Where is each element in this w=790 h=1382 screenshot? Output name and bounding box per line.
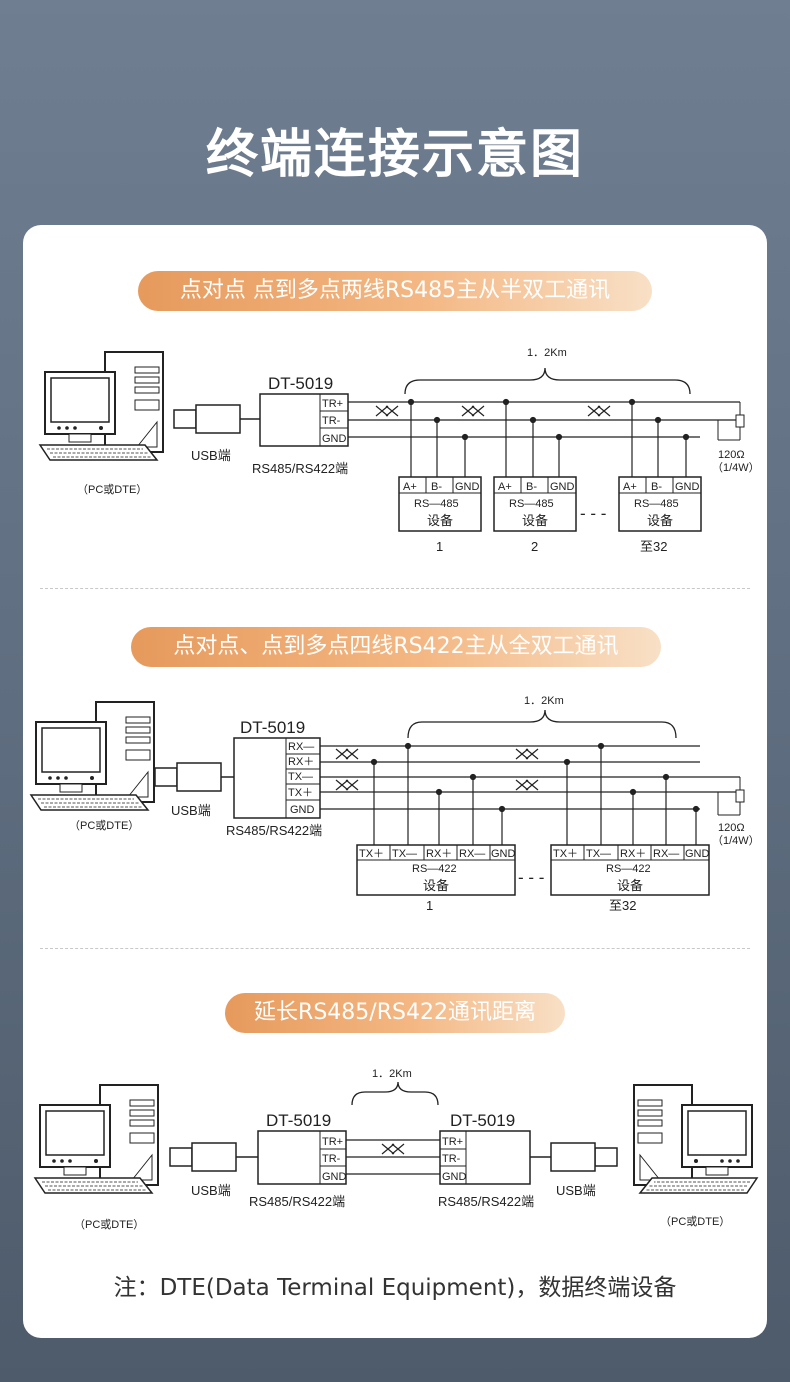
svg-text:A+: A+ <box>498 481 512 493</box>
svg-text:设备: 设备 <box>423 878 449 893</box>
svg-text:2: 2 <box>531 539 538 554</box>
svg-text:DT-5019: DT-5019 <box>450 1111 515 1130</box>
svg-text:RS—485: RS—485 <box>414 498 459 510</box>
svg-text:设备: 设备 <box>522 513 548 528</box>
pc-computer-1-icon <box>39 351 164 461</box>
svg-text:GND: GND <box>550 481 575 493</box>
rs422-device-32: TX＋ TX— RX＋ RX— GND RS—422 设备 <box>550 844 710 896</box>
svg-text:TR+: TR+ <box>322 398 343 410</box>
svg-text:TX＋: TX＋ <box>359 848 384 860</box>
pc-computer-4-icon <box>633 1084 758 1194</box>
svg-text:DT-5019: DT-5019 <box>240 718 305 737</box>
svg-text:RS485/RS422端: RS485/RS422端 <box>249 1194 345 1209</box>
svg-text:USB端: USB端 <box>191 1183 231 1198</box>
svg-text:RS485/RS422端: RS485/RS422端 <box>438 1194 534 1209</box>
svg-text:USB端: USB端 <box>171 803 211 818</box>
section-2-heading: 点对点、点到多点四线RS422主从全双工通讯 <box>131 627 661 667</box>
svg-text:- - -: - - - <box>518 868 544 887</box>
svg-text:（1/4W）: （1/4W） <box>712 461 760 474</box>
resistor-label: 120Ω <box>718 449 745 461</box>
svg-text:GND: GND <box>322 433 347 445</box>
distance-label: 1．2Km <box>527 347 567 359</box>
svg-text:A+: A+ <box>623 481 637 493</box>
usb-plug-1-icon <box>173 404 241 434</box>
svg-text:RS—422: RS—422 <box>606 863 651 875</box>
pc-computer-3-icon <box>34 1084 159 1194</box>
svg-text:1: 1 <box>426 898 433 913</box>
pc-label: （PC或DTE） <box>77 483 147 496</box>
converter-name: DT-5019 <box>268 374 333 393</box>
svg-text:B-: B- <box>431 481 442 493</box>
svg-text:1．2Km: 1．2Km <box>524 695 564 707</box>
svg-text:TX＋: TX＋ <box>288 787 313 799</box>
svg-text:设备: 设备 <box>617 878 643 893</box>
svg-text:设备: 设备 <box>427 513 453 528</box>
svg-text:TX—: TX— <box>586 848 611 860</box>
usb-plug-4-icon <box>550 1142 618 1172</box>
svg-text:（1/4W）: （1/4W） <box>712 834 760 847</box>
rs485-device-1: A+ B- GND RS—485 设备 <box>398 476 482 532</box>
page-title: 终端连接示意图 <box>205 125 584 185</box>
svg-text:TR+: TR+ <box>442 1136 463 1148</box>
svg-text:TR+: TR+ <box>322 1136 343 1148</box>
rs-port-label: RS485/RS422端 <box>252 461 348 476</box>
svg-text:RX＋: RX＋ <box>426 848 452 860</box>
section-3-heading: 延长RS485/RS422通讯距离 <box>225 993 565 1033</box>
svg-text:B-: B- <box>651 481 662 493</box>
divider-2 <box>40 948 750 949</box>
svg-text:TR-: TR- <box>322 415 341 427</box>
svg-text:RX—: RX— <box>288 741 314 753</box>
svg-text:1．2Km: 1．2Km <box>372 1068 412 1080</box>
divider-1 <box>40 588 750 589</box>
svg-text:（PC或DTE）: （PC或DTE） <box>660 1215 730 1228</box>
svg-text:RS—422: RS—422 <box>412 863 457 875</box>
svg-text:RX＋: RX＋ <box>288 756 314 768</box>
svg-text:TR-: TR- <box>322 1153 341 1165</box>
svg-text:GND: GND <box>675 481 700 493</box>
svg-text:120Ω: 120Ω <box>718 822 745 834</box>
svg-text:1: 1 <box>436 539 443 554</box>
svg-text:（PC或DTE）: （PC或DTE） <box>74 1218 144 1231</box>
svg-text:RS—485: RS—485 <box>634 498 679 510</box>
svg-text:TR-: TR- <box>442 1153 461 1165</box>
usb-plug-3-icon <box>169 1142 237 1172</box>
svg-text:GND: GND <box>685 848 710 860</box>
rs485-device-2: A+ B- GND RS—485 设备 <box>493 476 577 532</box>
svg-text:至32: 至32 <box>609 898 636 913</box>
svg-text:GND: GND <box>442 1171 467 1183</box>
svg-text:RS485/RS422端: RS485/RS422端 <box>226 823 322 838</box>
svg-text:（PC或DTE）: （PC或DTE） <box>69 819 139 832</box>
svg-text:GND: GND <box>290 804 315 816</box>
rs485-device-32: A+ B- GND RS—485 设备 <box>618 476 702 532</box>
usb-plug-2-icon <box>154 762 222 792</box>
usb-port-label: USB端 <box>191 448 231 463</box>
ellipsis: - - - <box>580 504 606 523</box>
svg-text:A+: A+ <box>403 481 417 493</box>
svg-text:GND: GND <box>322 1171 347 1183</box>
svg-text:至32: 至32 <box>640 539 667 554</box>
svg-text:TX—: TX— <box>392 848 417 860</box>
svg-text:GND: GND <box>455 481 480 493</box>
svg-text:RS—485: RS—485 <box>509 498 554 510</box>
svg-text:RX＋: RX＋ <box>620 848 646 860</box>
svg-text:B-: B- <box>526 481 537 493</box>
section-1-heading: 点对点 点到多点两线RS485主从半双工通讯 <box>138 271 652 311</box>
svg-text:设备: 设备 <box>647 513 673 528</box>
svg-text:USB端: USB端 <box>556 1183 596 1198</box>
pc-computer-2-icon <box>30 701 155 811</box>
svg-text:RX—: RX— <box>459 848 485 860</box>
svg-text:GND: GND <box>491 848 516 860</box>
rs422-device-1: TX＋ TX— RX＋ RX— GND RS—422 设备 <box>356 844 516 896</box>
svg-text:TX—: TX— <box>288 771 313 783</box>
svg-text:TX＋: TX＋ <box>553 848 578 860</box>
svg-text:DT-5019: DT-5019 <box>266 1111 331 1130</box>
footnote: 注：DTE(Data Terminal Equipment)，数据终端设备 <box>113 1275 677 1301</box>
svg-text:RX—: RX— <box>653 848 679 860</box>
